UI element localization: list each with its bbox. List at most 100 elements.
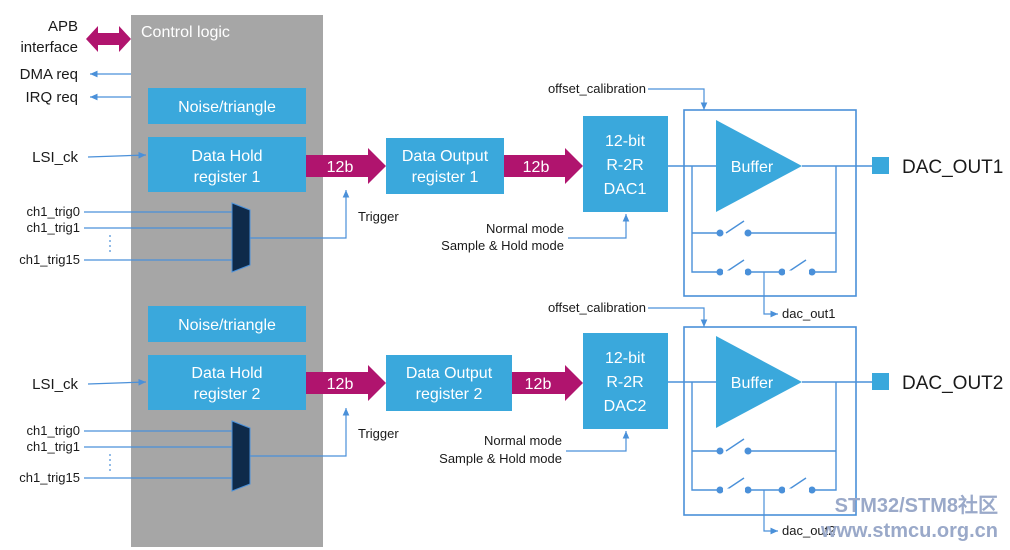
dhr1-label-1: Data Hold	[191, 148, 262, 165]
bus-label-1a: 12b	[327, 159, 354, 176]
bus-label-2a: 12b	[327, 376, 354, 393]
switch-node-2c	[716, 486, 724, 494]
apb-bidirectional-arrow	[86, 26, 131, 52]
trigger-label-2: Trigger	[358, 426, 399, 441]
switch-node-1b	[744, 229, 752, 237]
data-output-register-1	[386, 138, 504, 194]
internal-out-label-1: dac_out1	[782, 306, 836, 321]
lsi-ck-arrow-2	[87, 378, 147, 386]
buffer-frame-1	[683, 109, 857, 297]
trig15-label-1: ch1_trig15	[19, 252, 80, 267]
trig1-label-1: ch1_trig1	[27, 220, 80, 235]
sh-mode-label-1: Sample & Hold mode	[441, 238, 564, 253]
trigger-mux-2	[231, 420, 251, 492]
dac-r2r-block-2	[583, 333, 668, 429]
dhr2-label-1: Data Hold	[191, 365, 262, 382]
normal-mode-label-1: Normal mode	[486, 221, 564, 236]
offset-calibration-label-1: offset_calibration	[548, 81, 646, 96]
switch-1b	[725, 259, 745, 273]
data-hold-register-2	[148, 355, 306, 410]
switch-1a	[725, 220, 745, 234]
trig0-label-2: ch1_trig0	[27, 423, 80, 438]
trigger-mux-1	[231, 202, 251, 273]
noise-triangle-block-1	[148, 88, 306, 124]
bus-arrow-1b	[504, 148, 583, 184]
switch-node-2b	[744, 447, 752, 455]
noise-triangle-block-2	[148, 306, 306, 342]
internal-out-wire-2	[763, 490, 778, 535]
dac2-label-3: DAC2	[604, 398, 647, 415]
dac-out-label-2: DAC_OUT2	[902, 373, 1003, 394]
dac-out-label-1: DAC_OUT1	[902, 157, 1003, 178]
lsi-ck-label-2: LSI_ck	[32, 376, 78, 393]
channel-1: Noise/triangle Data Hold register 1 LSI_…	[19, 81, 1003, 321]
internal-out-label-2: dac_out2	[782, 523, 836, 538]
trigger-wire-2	[250, 408, 350, 457]
switch-node-1a	[716, 229, 724, 237]
bus-arrow-2a	[306, 365, 386, 401]
dor2-label-1: Data Output	[406, 365, 493, 382]
bus-arrow-2b	[512, 365, 583, 401]
buffer-label-2: Buffer	[731, 375, 774, 392]
channel-2: Noise/triangle Data Hold register 2 LSI_…	[19, 300, 1003, 538]
normal-mode-label-2: Normal mode	[484, 433, 562, 448]
dma-req-label: DMA req	[20, 66, 78, 83]
control-logic-label: Control logic	[141, 24, 230, 41]
trig1-label-2: ch1_trig1	[27, 439, 80, 454]
dac1-label-3: DAC1	[604, 181, 647, 198]
switch-2a	[725, 438, 745, 452]
data-output-register-2	[386, 355, 512, 411]
internal-out-wire-1	[763, 272, 778, 318]
switch-node-1e	[778, 268, 786, 276]
noise-triangle-label-1: Noise/triangle	[178, 99, 276, 116]
sh-mode-label-2: Sample & Hold mode	[439, 451, 562, 466]
watermark-line-2: www.stmcu.org.cn	[820, 520, 998, 542]
switch-node-1d	[744, 268, 752, 276]
apb-label-2: interface	[20, 39, 78, 56]
bus-label-1b: 12b	[523, 159, 550, 176]
mode-wire-2	[566, 431, 630, 452]
switch-node-1c	[716, 268, 724, 276]
switch-node-2e	[778, 486, 786, 494]
switch-1c	[787, 259, 807, 273]
offset-calibration-label-2: offset_calibration	[548, 300, 646, 315]
switch-2b	[725, 477, 745, 491]
trig15-label-2: ch1_trig15	[19, 470, 80, 485]
switch-2c	[787, 477, 807, 491]
offset-wire-2	[648, 307, 708, 327]
offset-wire-1	[648, 88, 708, 110]
trigger-label-1: Trigger	[358, 209, 399, 224]
lsi-ck-arrow-1	[87, 151, 147, 159]
dhr1-label-2: register 1	[194, 169, 261, 186]
dac-r2r-block-1	[583, 116, 668, 212]
irq-req-label: IRQ req	[25, 89, 78, 106]
data-hold-register-1	[148, 137, 306, 192]
dac1-label-1: 12-bit	[605, 133, 646, 150]
lsi-ck-label-1: LSI_ck	[32, 149, 78, 166]
trigger-wire-1	[250, 190, 350, 239]
bus-arrow-1a	[306, 148, 386, 184]
dac2-label-1: 12-bit	[605, 350, 646, 367]
switch-node-2a	[716, 447, 724, 455]
switch-node-2f	[808, 486, 816, 494]
noise-triangle-label-2: Noise/triangle	[178, 317, 276, 334]
switch-node-2d	[744, 486, 752, 494]
dor1-label-2: register 1	[412, 169, 479, 186]
watermark-line-1: STM32/STM8社区	[835, 493, 998, 517]
apb-label-1: APB	[48, 18, 78, 35]
trig0-label-1: ch1_trig0	[27, 204, 80, 219]
output-pin-2	[872, 373, 889, 390]
buffer-frame-2	[683, 326, 857, 516]
output-pin-1	[872, 157, 889, 174]
dor1-label-1: Data Output	[402, 148, 489, 165]
dac1-label-2: R-2R	[606, 157, 643, 174]
switch-node-1f	[808, 268, 816, 276]
mode-wire-1	[568, 214, 630, 239]
dor2-label-2: register 2	[416, 386, 483, 403]
buffer-label-1: Buffer	[731, 159, 774, 176]
bus-label-2b: 12b	[525, 376, 552, 393]
dhr2-label-2: register 2	[194, 386, 261, 403]
dac2-label-2: R-2R	[606, 374, 643, 391]
buffer-triangle-2	[716, 336, 802, 428]
